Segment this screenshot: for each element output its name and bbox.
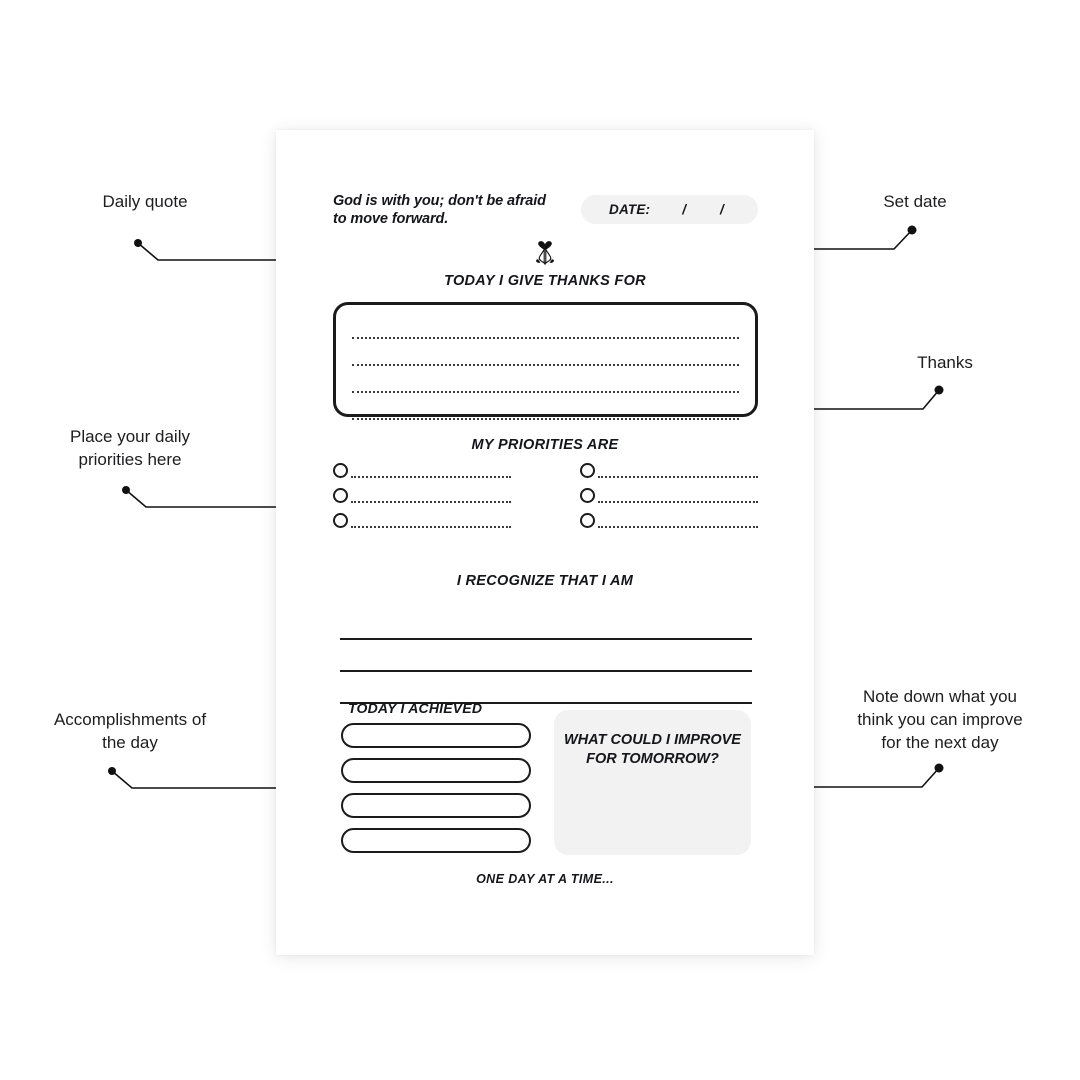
checkbox-circle-icon[interactable]: [333, 513, 348, 528]
checkbox-circle-icon[interactable]: [580, 463, 595, 478]
priorities-right-column: [580, 458, 758, 533]
checkbox-circle-icon[interactable]: [580, 488, 595, 503]
praying-hands-icon: [276, 233, 814, 274]
achieved-list: [341, 723, 531, 863]
date-field[interactable]: DATE: / /: [581, 195, 758, 224]
thanks-input-box[interactable]: [333, 302, 758, 420]
improve-input-box[interactable]: WHAT COULD I IMPROVE FOR TOMORROW?: [554, 710, 751, 855]
priorities-grid: [333, 458, 758, 533]
checkbox-circle-icon[interactable]: [580, 513, 595, 528]
achieved-section-title: TODAY I ACHIEVED: [348, 700, 483, 716]
achieved-item[interactable]: [341, 758, 531, 783]
callout-improve: Note down what you think you can improve…: [857, 687, 1023, 752]
achieved-item[interactable]: [341, 828, 531, 853]
date-separator-2: /: [720, 202, 724, 217]
priority-row[interactable]: [580, 508, 758, 533]
checkbox-circle-icon[interactable]: [333, 463, 348, 478]
priority-input-line[interactable]: [351, 513, 511, 528]
priority-row[interactable]: [333, 483, 511, 508]
thanks-line[interactable]: [352, 373, 739, 393]
priority-row[interactable]: [580, 483, 758, 508]
recognize-line[interactable]: [340, 640, 752, 672]
date-separator-1: /: [682, 202, 687, 217]
priority-input-line[interactable]: [598, 513, 758, 528]
priorities-left-column: [333, 458, 511, 533]
callout-set-date: Set date: [883, 192, 947, 211]
journal-page-card: God is with you; don't be afraid to move…: [276, 130, 814, 955]
improve-section-title: WHAT COULD I IMPROVE FOR TOMORROW?: [564, 732, 741, 767]
footer-tagline: ONE DAY AT A TIME...: [476, 872, 614, 886]
priority-input-line[interactable]: [598, 488, 758, 503]
recognize-line[interactable]: [340, 608, 752, 640]
achieved-item[interactable]: [341, 723, 531, 748]
priority-input-line[interactable]: [351, 463, 511, 478]
thanks-line[interactable]: [352, 400, 739, 420]
priority-row[interactable]: [580, 458, 758, 483]
callout-accomplishments: Accomplishments of the day: [53, 710, 207, 752]
thanks-line[interactable]: [352, 319, 739, 339]
recognize-section-title: I RECOGNIZE THAT I AM: [456, 573, 634, 589]
date-label: DATE:: [609, 202, 651, 217]
priority-row[interactable]: [333, 508, 511, 533]
checkbox-circle-icon[interactable]: [333, 488, 348, 503]
priorities-section-title: MY PRIORITIES ARE: [471, 437, 619, 453]
thanks-line[interactable]: [352, 346, 739, 366]
achieved-item[interactable]: [341, 793, 531, 818]
recognize-input-lines: [340, 608, 752, 704]
priority-input-line[interactable]: [351, 488, 511, 503]
callout-thanks: Thanks: [917, 353, 973, 372]
recognize-line[interactable]: [340, 672, 752, 704]
thanks-section-title: TODAY I GIVE THANKS FOR: [444, 273, 646, 289]
priority-input-line[interactable]: [598, 463, 758, 478]
daily-quote-text: God is with you; don't be afraid to move…: [333, 193, 546, 227]
priority-row[interactable]: [333, 458, 511, 483]
callout-priorities: Place your daily priorities here: [69, 427, 190, 469]
callout-daily-quote: Daily quote: [102, 192, 188, 211]
